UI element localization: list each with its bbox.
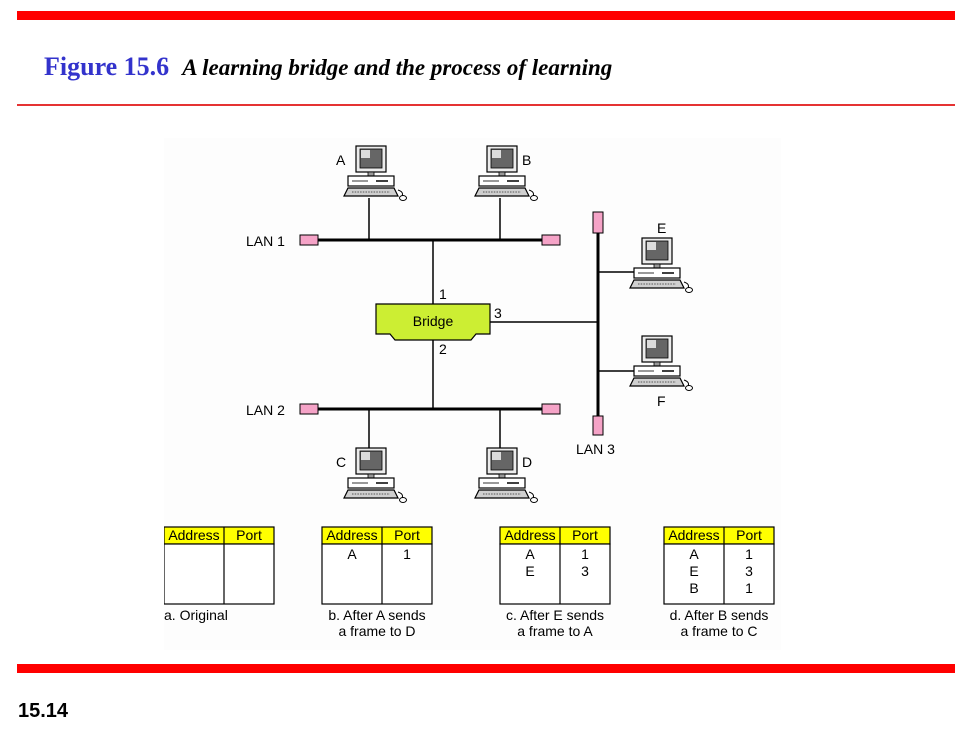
table-2-row-1-port: 1 (403, 546, 411, 562)
station-e-computer-icon (629, 237, 694, 294)
table-4-row-1-address: A (689, 546, 699, 562)
table-1-caption-line-1: a. Original (164, 607, 228, 623)
station-d-label: D (522, 454, 532, 470)
lan3-terminator-bottom (592, 415, 604, 436)
lan2-label: LAN 2 (246, 402, 285, 418)
port-3-label: 3 (494, 305, 502, 321)
table-3-row-2-address: E (525, 563, 534, 579)
table-4-row-1-port: 1 (745, 546, 753, 562)
port-1-label: 1 (439, 286, 447, 302)
table-4-row-2-port: 3 (745, 563, 753, 579)
lan1-label: LAN 1 (246, 233, 285, 249)
table-2-header-address: Address (326, 527, 377, 543)
table-3-row-1-address: A (525, 546, 535, 562)
table-1-header-address: Address (168, 527, 219, 543)
station-b-label: B (522, 152, 531, 168)
title-divider (17, 104, 955, 106)
port-2-label: 2 (439, 341, 447, 357)
station-f-label: F (657, 393, 666, 409)
lan2-terminator-left (299, 403, 319, 415)
table-3-caption-line-1: c. After E sends (506, 607, 604, 623)
table-4-body (663, 543, 775, 605)
table-4-row-2-address: E (689, 563, 698, 579)
table-4-caption-line-2: a frame to C (680, 623, 757, 639)
lan3-terminator-top (592, 211, 604, 234)
station-a-label: A (336, 152, 346, 168)
bottom-accent-bar (17, 664, 955, 673)
table-2-caption-line-1: b. After A sends (328, 607, 425, 623)
lan3-label: LAN 3 (576, 441, 615, 457)
top-accent-bar (17, 11, 955, 20)
table-4-header-address: Address (668, 527, 719, 543)
table-2-row-1-address: A (347, 546, 357, 562)
figure-title: Figure 15.6 A learning bridge and the pr… (44, 52, 612, 82)
table-3-header-address: Address (504, 527, 555, 543)
table-4-caption-line-1: d. After B sends (670, 607, 769, 623)
figure-caption: A learning bridge and the process of lea… (182, 55, 613, 80)
table-3-caption-line-2: a frame to A (517, 623, 593, 639)
table-3-body (499, 543, 611, 605)
lan1-terminator-left (299, 234, 319, 246)
table-3-row-1-port: 1 (581, 546, 589, 562)
station-e-label: E (657, 220, 666, 236)
page-number: 15.14 (18, 700, 69, 722)
lan2-terminator-right (541, 403, 561, 415)
bridge-device (375, 303, 491, 341)
table-4-header-port: Port (736, 527, 762, 543)
station-f-computer-icon (629, 335, 694, 392)
table-2-header-port: Port (394, 527, 420, 543)
bridge-label: Bridge (413, 313, 454, 329)
table-3-row-2-port: 3 (581, 563, 589, 579)
table-1-body (163, 543, 275, 605)
station-c-computer-icon (343, 447, 408, 504)
table-4-row-3-port: 1 (745, 580, 753, 596)
table-4-row-3-address: B (689, 580, 698, 596)
learning-bridge-diagram: LAN 1 LAN 2 LAN 3 Bridge 1 2 3 A B C D E… (163, 138, 781, 650)
table-1-header-port: Port (236, 527, 262, 543)
table-2-body (321, 543, 433, 605)
table-2-caption-line-2: a frame to D (338, 623, 415, 639)
lan1-terminator-right (541, 234, 561, 246)
station-a-computer-icon (343, 145, 408, 202)
station-c-label: C (336, 454, 346, 470)
figure-label: Figure 15.6 (44, 52, 170, 81)
table-3-header-port: Port (572, 527, 598, 543)
